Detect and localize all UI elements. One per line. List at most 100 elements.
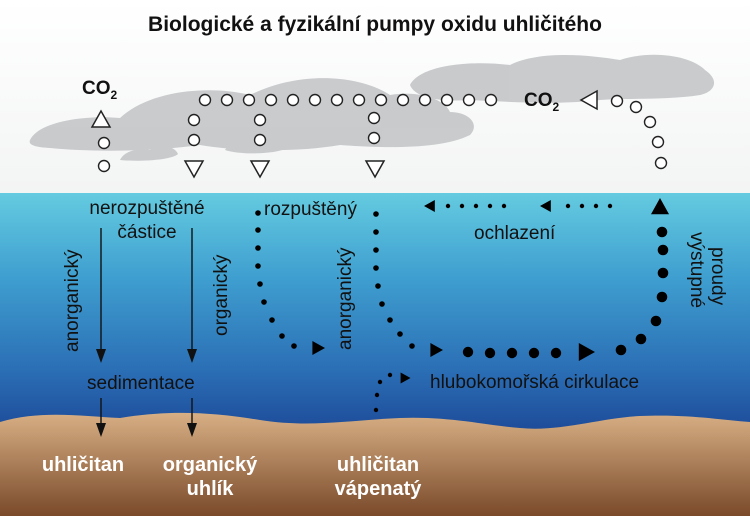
black-dot: [484, 347, 496, 359]
black-arrowhead-icon: [540, 200, 551, 212]
black-dot: [506, 347, 518, 359]
black-arrowhead-icon: [312, 341, 325, 355]
flow-arrowhead-icon: [96, 349, 106, 363]
black-dot: [387, 317, 393, 323]
label-uhlicitan-vapenaty-1: uhličitan: [336, 454, 420, 476]
black-dot: [635, 333, 647, 345]
label-anorganicky-left: anorganický: [62, 249, 83, 352]
black-dot: [397, 331, 403, 337]
black-dot: [445, 203, 451, 209]
open-circle: [198, 93, 212, 107]
label-organicky-mid: organický: [211, 254, 232, 336]
black-dot: [374, 392, 380, 398]
co2-right-label: CO2: [524, 90, 560, 114]
label-proudy: proudy: [707, 247, 728, 306]
open-circle: [286, 93, 300, 107]
label-vystupne: výstupné: [686, 232, 707, 309]
cloud-small-left: [120, 146, 178, 161]
black-dot: [528, 347, 540, 359]
black-dot: [459, 203, 465, 209]
open-triangle-icon: [183, 160, 205, 179]
open-circle: [264, 93, 278, 107]
label-sedimentace: sedimentace: [87, 373, 195, 394]
black-arrowhead-icon: [400, 372, 411, 384]
black-dot: [373, 407, 379, 413]
open-circle: [187, 133, 201, 147]
sediment-region: [0, 412, 750, 516]
co2-left-label: CO2: [82, 78, 118, 102]
black-dot: [373, 229, 379, 235]
sediment-flow-arrows: [96, 228, 197, 437]
open-circle: [242, 93, 256, 107]
label-hlubokomorska: hlubokomořská cirkulace: [430, 372, 640, 393]
open-circle: [352, 93, 366, 107]
black-dot: [373, 265, 379, 271]
open-circle: [220, 93, 234, 107]
open-circle: [253, 113, 267, 127]
open-circle: [308, 93, 322, 107]
black-dot: [261, 299, 267, 305]
label-organicky-bottom: organický: [162, 454, 258, 476]
open-circle: [367, 111, 381, 125]
flow-arrowhead-icon: [187, 423, 197, 437]
label-uhlicitan: uhličitan: [41, 454, 125, 476]
label-castice: částice: [117, 222, 177, 243]
black-dot: [387, 372, 393, 378]
label-nerozpustene: nerozpuštěné: [89, 198, 205, 219]
black-dot: [593, 203, 599, 209]
black-arrowhead-icon: [430, 343, 443, 357]
black-dot: [487, 203, 493, 209]
page-title: Biologické a fyzikální pumpy oxidu uhlič…: [148, 13, 602, 36]
black-dot: [375, 283, 381, 289]
black-dot: [255, 245, 261, 251]
open-circle: [440, 93, 454, 107]
label-ochlazeni: ochlazení: [474, 223, 556, 244]
black-dot: [409, 343, 415, 349]
open-circle: [97, 136, 111, 150]
black-dot: [377, 379, 383, 385]
black-dot: [657, 244, 669, 256]
open-triangle-icon: [90, 109, 112, 128]
open-circle: [396, 93, 410, 107]
black-dot: [255, 210, 261, 216]
black-dot: [255, 227, 261, 233]
black-dot: [257, 281, 263, 287]
open-circle: [643, 115, 657, 129]
black-dot: [255, 263, 261, 269]
open-triangle-icon: [579, 89, 598, 111]
open-circle: [97, 159, 111, 173]
cloud-small-mid: [225, 141, 282, 154]
open-circle: [367, 131, 381, 145]
open-circle: [610, 94, 624, 108]
black-arrowhead-icon: [651, 198, 669, 215]
black-dot: [462, 346, 474, 358]
open-circle: [418, 93, 432, 107]
black-dot: [615, 344, 627, 356]
black-dot: [650, 315, 662, 327]
black-dot: [579, 203, 585, 209]
black-dot: [656, 226, 668, 238]
black-dot: [550, 347, 562, 359]
open-triangle-icon: [364, 160, 386, 179]
open-circle: [651, 135, 665, 149]
black-dot: [656, 291, 668, 303]
circulation-dots: [255, 198, 669, 413]
flow-arrowhead-icon: [96, 423, 106, 437]
label-rozpusteny: rozpuštěný: [264, 199, 357, 220]
open-circle: [187, 113, 201, 127]
label-uhlik: uhlík: [186, 478, 234, 500]
black-dot: [379, 301, 385, 307]
flow-arrowhead-icon: [187, 349, 197, 363]
black-dot: [565, 203, 571, 209]
black-arrowhead-icon: [424, 200, 435, 212]
label-anorganicky-mid: anorganický: [335, 247, 356, 350]
black-dot: [373, 211, 379, 217]
open-circle: [484, 93, 498, 107]
black-dot: [501, 203, 507, 209]
open-circle: [629, 100, 643, 114]
black-dot: [373, 247, 379, 253]
black-dot: [279, 333, 285, 339]
co2-exchange-circles: [97, 93, 668, 173]
